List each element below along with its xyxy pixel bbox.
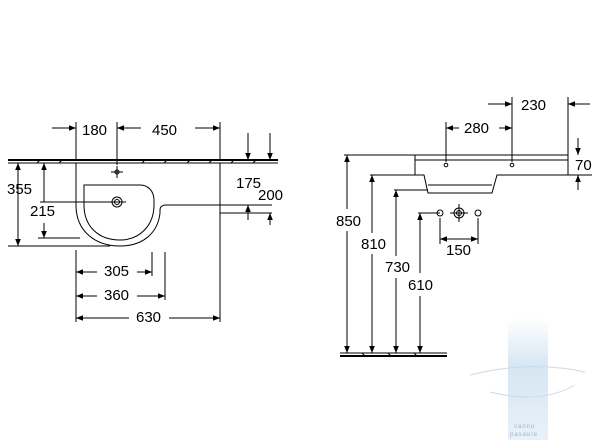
dim-305: 305 <box>104 263 129 280</box>
dim-215: 215 <box>30 203 55 220</box>
dim-850: 850 <box>336 213 361 230</box>
dim-730: 730 <box>385 259 410 276</box>
fixing-holes <box>436 204 482 244</box>
wall-hatch <box>36 159 257 164</box>
floor-hatch <box>361 352 418 357</box>
dim-610: 610 <box>408 277 433 294</box>
dim-630: 630 <box>136 309 161 326</box>
dim-175: 175 <box>236 175 261 192</box>
plan-view: 180 450 355 215 175 200 305 360 630 <box>7 122 283 326</box>
basin-outline <box>75 163 221 247</box>
dim-450: 450 <box>152 122 177 139</box>
dim-810: 810 <box>361 236 386 253</box>
basin-slab <box>414 154 569 194</box>
dim-230: 230 <box>521 97 546 114</box>
dim-280: 280 <box>464 120 489 137</box>
side-view: 280 230 70 150 <box>336 97 592 357</box>
dim-355: 355 <box>7 181 32 198</box>
side-tap-hole <box>443 162 449 168</box>
dim-200: 200 <box>258 187 283 204</box>
watermark: vannu pasaule <box>469 318 586 440</box>
dim-360: 360 <box>104 287 129 304</box>
watermark-line1: vannu <box>514 424 535 430</box>
dim-150: 150 <box>446 242 471 259</box>
dim-180: 180 <box>82 122 107 139</box>
watermark-line2: pasaule <box>510 432 538 438</box>
dim-70: 70 <box>575 157 592 174</box>
inner-bowl <box>83 184 155 241</box>
